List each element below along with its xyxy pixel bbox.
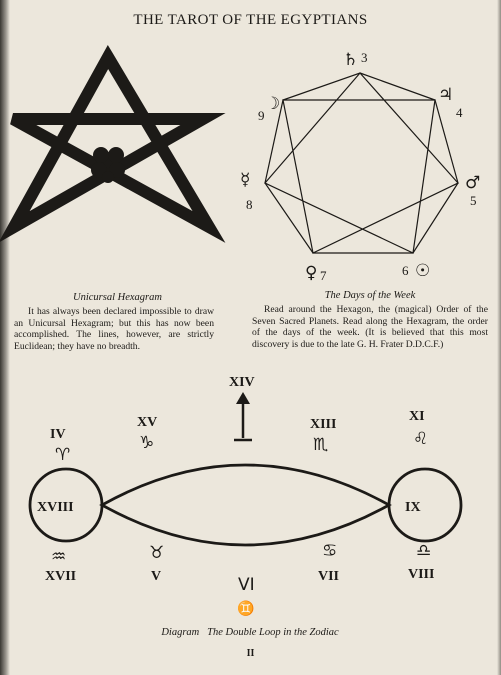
venus-symbol: ♀ [305, 263, 317, 283]
saturn-symbol: ♄ [343, 50, 358, 70]
capricorn-sign: ♑ [139, 433, 154, 453]
page-edge-shadow-right [497, 0, 501, 675]
leo-sign: ♌ [413, 429, 428, 449]
taurus-roman: V [151, 569, 161, 584]
moon-number: 9 [258, 108, 265, 123]
sun-number: 6 [402, 263, 409, 278]
page-number: II [246, 648, 255, 659]
moon-symbol: ☽ [265, 94, 280, 114]
venus-number: 7 [320, 268, 327, 283]
jupiter-number: 4 [456, 105, 463, 120]
days-of-week-figure: ♄ 3 ♃ 4 ♂ 5 6 ☉ ♀ 7 ☿ 8 ☽ 9 [240, 50, 480, 283]
aries-roman: IV [50, 427, 66, 442]
gemini-sign: VI [238, 575, 255, 595]
scorpio-roman: XIII [310, 417, 336, 432]
taurus-sign: ♉ [149, 543, 164, 563]
cancer-roman: VII [318, 569, 339, 584]
libra-roman: VIII [408, 567, 434, 582]
mars-symbol: ♂ [465, 173, 480, 193]
scorpio-sign: ♏ [313, 435, 328, 455]
hexagram-description: It has always been declared impossible t… [14, 306, 214, 352]
vertex-labels: ♄ 3 ♃ 4 ♂ 5 6 ☉ ♀ 7 ☿ 8 ☽ 9 [240, 50, 480, 283]
page-title: THE TAROT OF THE EGYPTIANS [133, 12, 368, 28]
libra-sign: ♎ [416, 541, 431, 561]
gemini-roman: ♊ [237, 600, 254, 617]
days-caption: The Days of the Week [324, 290, 416, 301]
aquarius-sign: ♒ [51, 547, 66, 567]
five-petal-flower [91, 147, 125, 183]
cancer-sign: ♋ [322, 541, 337, 561]
capricorn-roman: XV [137, 415, 157, 430]
double-loop-zodiac-figure: XIV XVIII IX IV ♈ XV ♑ XIII ♏ XI ♌ ♒ XVI… [28, 375, 463, 617]
top-arrow [234, 392, 252, 442]
days-description: Read around the Hexagon, the (magical) O… [252, 304, 488, 350]
leo-roman: XI [409, 409, 425, 424]
mars-number: 5 [470, 193, 477, 208]
right-loop-circle [387, 467, 463, 543]
top-label: XIV [229, 375, 255, 390]
sun-symbol: ☉ [415, 261, 430, 281]
mercury-symbol: ☿ [240, 170, 250, 190]
central-lens [99, 463, 392, 547]
left-circle-label: XVIII [37, 500, 74, 515]
aries-sign: ♈ [55, 445, 70, 465]
page-edge-shadow [0, 0, 10, 675]
heptagon-and-heptagram [264, 72, 459, 254]
hexagram-lines [0, 44, 226, 243]
zodiac-caption: Diagram The Double Loop in the Zodiac [161, 627, 339, 638]
aquarius-roman: XVII [45, 569, 76, 584]
mercury-number: 8 [246, 197, 253, 212]
jupiter-symbol: ♃ [438, 85, 453, 105]
right-circle-label: IX [405, 500, 421, 515]
saturn-number: 3 [361, 50, 368, 65]
unicursal-hexagram-figure [0, 44, 226, 243]
hexagram-caption: Unicursal Hexagram [73, 292, 162, 303]
